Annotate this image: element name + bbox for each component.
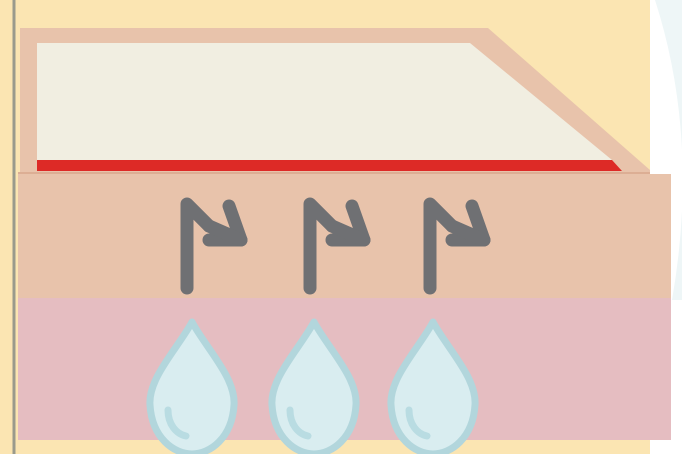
adhesive-strip — [37, 160, 622, 171]
drops-group — [150, 322, 475, 454]
